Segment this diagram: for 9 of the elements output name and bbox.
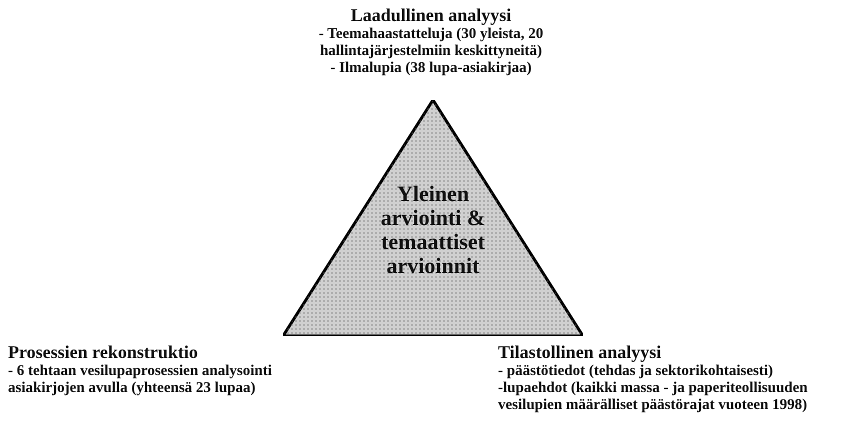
section-heading: Prosessien rekonstruktio bbox=[8, 341, 199, 363]
section-heading: Laadullinen analyysi bbox=[350, 4, 512, 26]
bullet-text: - Teemahaastatteluja (30 yleista, 20 hallintajärjestelmiin keskittyneitä) bbox=[318, 26, 544, 60]
section-heading: Tilastollinen analyysi bbox=[498, 341, 662, 363]
bullet-text: - Ilmalupia (38 lupa-asiakirjaa) bbox=[329, 60, 533, 77]
bullet-text: - päästötiedot (tehdas ja sektorikohtaisesti) bbox=[498, 363, 774, 380]
triangle-label: Yleinen arviointi & temaattiset arvioinnit bbox=[380, 182, 486, 278]
bullet-text: -lupaehdot (kaikki massa - ja paperiteollisuuden vesilupien määrälliset päästörajat vuoteen 1998) bbox=[498, 380, 809, 414]
bullet-text: - 6 tehtaan vesilupaprosessien analysointi asiakirjojen avulla (yhteensä 23 lupaa) bbox=[8, 363, 273, 397]
